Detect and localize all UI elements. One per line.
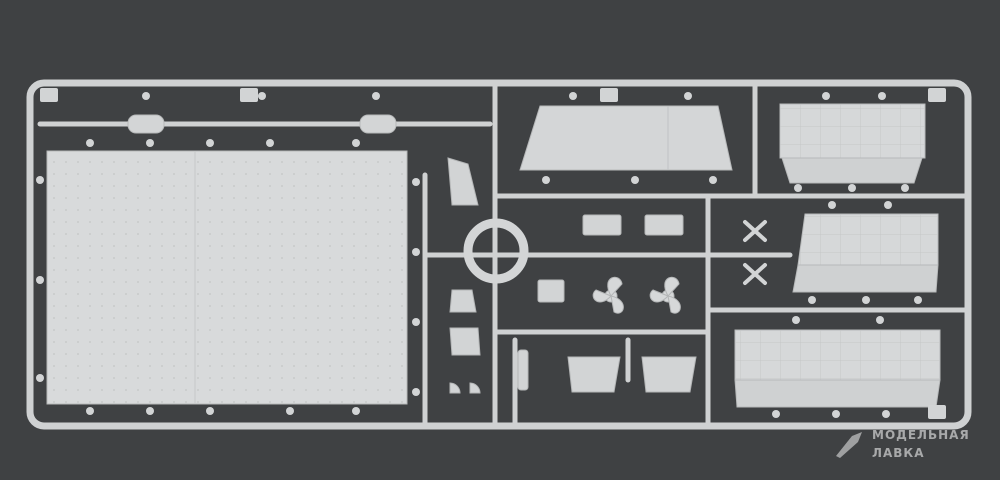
side-panel-bottom xyxy=(734,329,941,408)
deck-plate xyxy=(46,150,408,405)
side-panel-top xyxy=(779,103,926,184)
sprue-frame xyxy=(26,79,972,430)
watermark-line-2: ЛАВКА xyxy=(872,446,925,460)
ring-part xyxy=(463,218,529,284)
side-panel-middle xyxy=(792,213,939,293)
runner-bulges xyxy=(127,114,397,134)
gate-nubs xyxy=(36,92,922,418)
cross-parts xyxy=(743,220,767,285)
sprue-runners xyxy=(37,83,968,427)
watermark-line-1: МОДЕЛЬНАЯ xyxy=(872,428,970,442)
hull-side-plate xyxy=(519,105,733,171)
propeller-left xyxy=(592,276,624,314)
watermark: МОДЕЛЬНАЯ ЛАВКА xyxy=(832,424,992,468)
blade-logo-icon xyxy=(836,432,862,458)
corner-tabs xyxy=(40,88,946,419)
propeller-right xyxy=(649,276,681,314)
small-parts xyxy=(447,157,697,394)
